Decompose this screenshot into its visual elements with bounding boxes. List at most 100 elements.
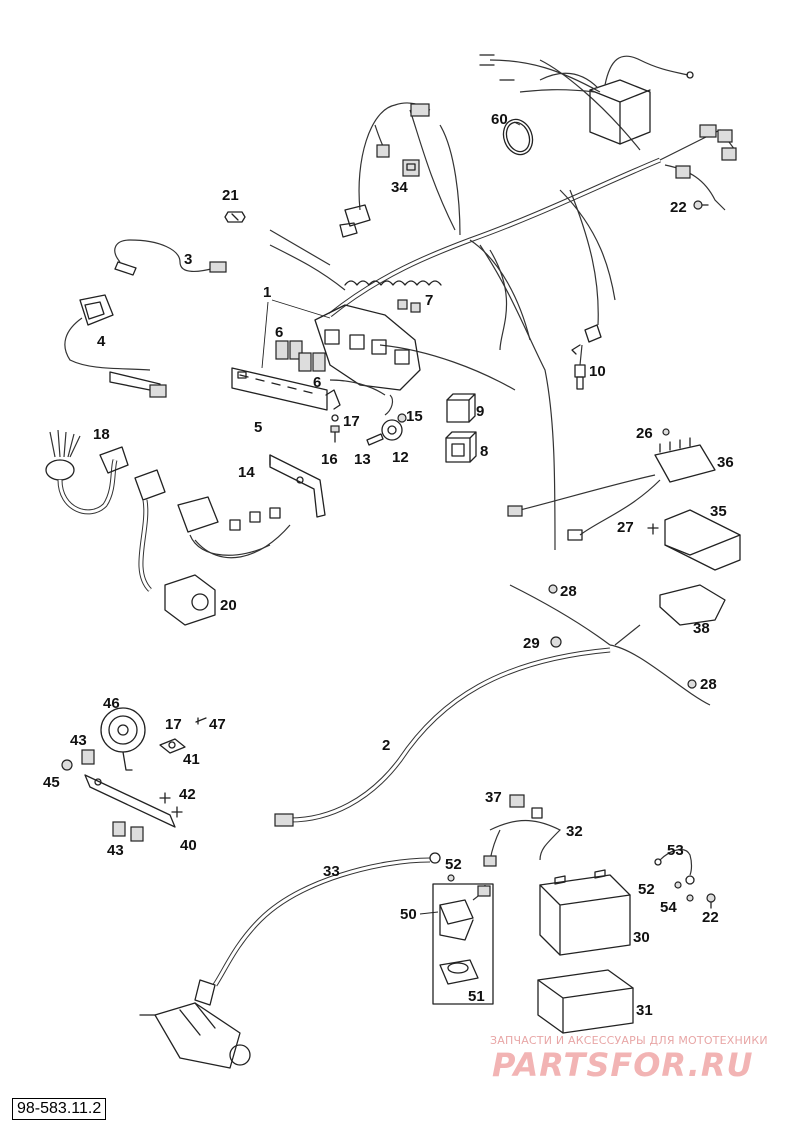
callout-label: 9 xyxy=(476,403,484,420)
starter-relay-50 xyxy=(439,884,491,941)
callout-label: 3 xyxy=(184,251,192,268)
horn-bracket-40 xyxy=(84,774,176,828)
callout-label: 6 xyxy=(313,374,321,391)
callout-label: 15 xyxy=(406,408,423,425)
screw-42b xyxy=(171,806,183,818)
callout-label: 13 xyxy=(354,451,371,468)
screw-22-bottom xyxy=(706,893,716,909)
callout-label: 7 xyxy=(425,292,433,309)
nut-15 xyxy=(397,413,407,423)
relay-holder-plate xyxy=(231,367,341,411)
grommet-29 xyxy=(550,636,562,648)
voltage-regulator xyxy=(507,437,716,541)
heat-pad xyxy=(659,584,726,626)
callout-label: 34 xyxy=(391,179,408,196)
callout-label: 21 xyxy=(222,187,239,204)
regulator-bracket xyxy=(664,509,741,571)
cdi-module-assembly xyxy=(479,54,694,145)
callout-label: 46 xyxy=(103,695,120,712)
clip-43a xyxy=(81,749,95,765)
grommet-28b xyxy=(687,679,697,689)
callout-label: 4 xyxy=(97,333,106,350)
starter-relay-box xyxy=(432,883,494,1005)
callout-label: 47 xyxy=(209,716,226,733)
callout-label: 60 xyxy=(491,111,508,128)
callout-label: 54 xyxy=(660,899,677,916)
horn xyxy=(100,707,146,771)
cable-strap xyxy=(502,118,534,156)
diagram-code: 98-583.11.2 xyxy=(12,1098,107,1120)
callout-label: 29 xyxy=(523,635,540,652)
screw-16 xyxy=(330,425,340,443)
screw-47 xyxy=(195,717,207,725)
callout-label: 30 xyxy=(633,929,650,946)
callout-label: 51 xyxy=(468,988,485,1005)
callout-label: 31 xyxy=(636,1002,653,1019)
temperature-sensor xyxy=(571,324,602,390)
relay-9 xyxy=(446,393,476,423)
starter-relay-37 xyxy=(509,794,525,808)
nut-45 xyxy=(61,759,73,771)
starter-cable xyxy=(194,852,441,1006)
battery-cable-32 xyxy=(483,807,562,867)
callout-label: 8 xyxy=(480,443,488,460)
callout-label: 28 xyxy=(560,583,577,600)
screw-54 xyxy=(686,894,694,902)
battery-box xyxy=(537,969,634,1034)
connector-6a xyxy=(275,340,303,360)
callout-label: 22 xyxy=(702,909,719,926)
callout-label: 35 xyxy=(710,503,727,520)
callout-label: 22 xyxy=(670,199,687,216)
callout-label: 33 xyxy=(323,863,340,880)
callout-label: 38 xyxy=(693,620,710,637)
callout-label: 1 xyxy=(263,284,271,301)
nut-52-left xyxy=(447,874,455,882)
callout-label: 17 xyxy=(343,413,360,430)
callout-label: 52 xyxy=(638,881,655,898)
callout-label: 20 xyxy=(220,597,237,614)
screw-42a xyxy=(159,792,171,804)
callout-label: 43 xyxy=(70,732,87,749)
callout-label: 41 xyxy=(183,751,200,768)
callout-label: 26 xyxy=(636,425,653,442)
callout-label: 37 xyxy=(485,789,502,806)
relay-34 xyxy=(402,159,420,177)
watermark-subtitle: ЗАПЧАСТИ И АКСЕССУАРЫ ДЛЯ МОТОТЕХНИКИ xyxy=(490,1034,768,1047)
callout-label: 42 xyxy=(179,786,196,803)
callout-label: 53 xyxy=(667,842,684,859)
callout-label: 10 xyxy=(589,363,606,380)
nut-52-right xyxy=(674,881,682,889)
callout-label: 50 xyxy=(400,906,417,923)
watermark-logo: PARTSFOR.RU xyxy=(492,1046,754,1084)
callout-label: 17 xyxy=(165,716,182,733)
starter-motor xyxy=(139,1002,251,1069)
sensor-cable xyxy=(114,239,227,276)
clamp-41 xyxy=(159,738,186,754)
callout-label: 28 xyxy=(700,676,717,693)
fuse xyxy=(224,211,246,223)
side-stand-switch xyxy=(64,294,167,398)
callout-label: 6 xyxy=(275,324,283,341)
grommet-28a xyxy=(548,584,558,594)
callout-label: 32 xyxy=(566,823,583,840)
connector-6b xyxy=(298,352,326,372)
callout-label: 27 xyxy=(617,519,634,536)
washer-17 xyxy=(331,414,339,422)
relay-holder-51 xyxy=(439,959,479,985)
callout-labels: 60 34 21 22 3 1 7 6 6 4 10 9 8 5 17 15 1… xyxy=(43,111,734,1019)
rear-wiring-harness xyxy=(274,584,711,827)
cable-53 xyxy=(654,848,695,885)
screw-13 xyxy=(366,433,384,446)
callout-label: 43 xyxy=(107,842,124,859)
rubber-holder-12 xyxy=(381,419,403,441)
callout-label: 5 xyxy=(254,419,262,436)
callout-label: 52 xyxy=(445,856,462,873)
clip-43b xyxy=(112,821,144,842)
callout-label: 14 xyxy=(238,464,255,481)
callout-label: 45 xyxy=(43,774,60,791)
battery xyxy=(539,869,631,956)
starter-switch-assembly xyxy=(134,469,291,626)
nut-26 xyxy=(662,428,670,436)
callout-label: 36 xyxy=(717,454,734,471)
